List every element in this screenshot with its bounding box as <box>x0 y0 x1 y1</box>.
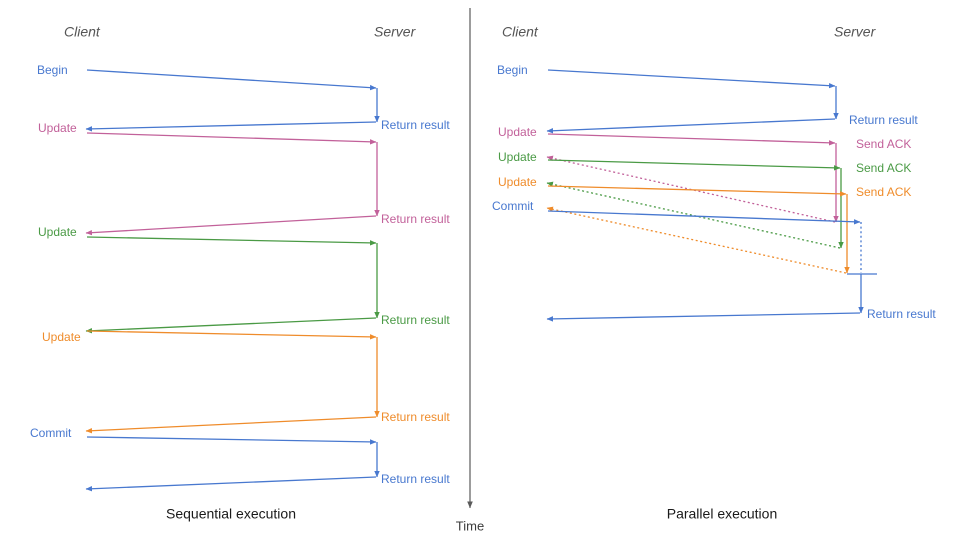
message-label-client: Commit <box>492 199 534 213</box>
actor-label-client: Client <box>502 24 539 40</box>
time-axis-label: Time <box>456 518 484 533</box>
message-label-server: Return result <box>381 118 450 132</box>
message-label-client: Begin <box>497 63 528 77</box>
reply-arrow <box>546 181 841 249</box>
message-label-client: Update <box>498 150 537 164</box>
request-arrow <box>86 132 377 145</box>
reply-arrow <box>85 416 377 434</box>
message-label-server: Return result <box>381 472 450 486</box>
time-axis-group: Time <box>456 8 484 533</box>
reply-arrow <box>85 121 377 132</box>
message-label-server: Return result <box>381 313 450 327</box>
reply-arrow <box>546 118 836 134</box>
message-label-server: Send ACK <box>856 185 911 199</box>
message-label-client: Begin <box>37 63 68 77</box>
message-label-server: Return result <box>867 307 936 321</box>
message-label-client: Commit <box>30 426 72 440</box>
message-label-client: Update <box>38 121 77 135</box>
request-arrow <box>547 69 836 89</box>
request-arrow <box>86 436 377 445</box>
reply-arrow <box>85 215 377 236</box>
message-label-client: Update <box>38 225 77 239</box>
request-arrow <box>547 210 861 225</box>
request-arrow <box>86 236 377 246</box>
message-label-server: Return result <box>381 410 450 424</box>
panel-caption: Parallel execution <box>667 506 778 522</box>
request-arrow <box>547 133 836 146</box>
message-label-server: Return result <box>381 212 450 226</box>
request-arrow <box>547 185 847 197</box>
request-arrow <box>86 330 377 340</box>
message-label-server: Send ACK <box>856 137 911 151</box>
actor-label-client: Client <box>64 24 101 40</box>
panel-caption: Sequential execution <box>166 506 296 522</box>
reply-arrow <box>546 312 861 322</box>
reply-arrow <box>546 206 847 274</box>
reply-arrow <box>85 476 377 492</box>
actor-label-server: Server <box>374 24 417 40</box>
message-label-client: Update <box>498 175 537 189</box>
reply-arrow <box>85 317 377 334</box>
request-arrow <box>547 159 841 171</box>
message-label-server: Send ACK <box>856 161 911 175</box>
message-label-server: Return result <box>849 113 918 127</box>
actor-label-server: Server <box>834 24 877 40</box>
message-label-client: Update <box>498 125 537 139</box>
request-arrow <box>86 69 377 91</box>
message-label-client: Update <box>42 330 81 344</box>
